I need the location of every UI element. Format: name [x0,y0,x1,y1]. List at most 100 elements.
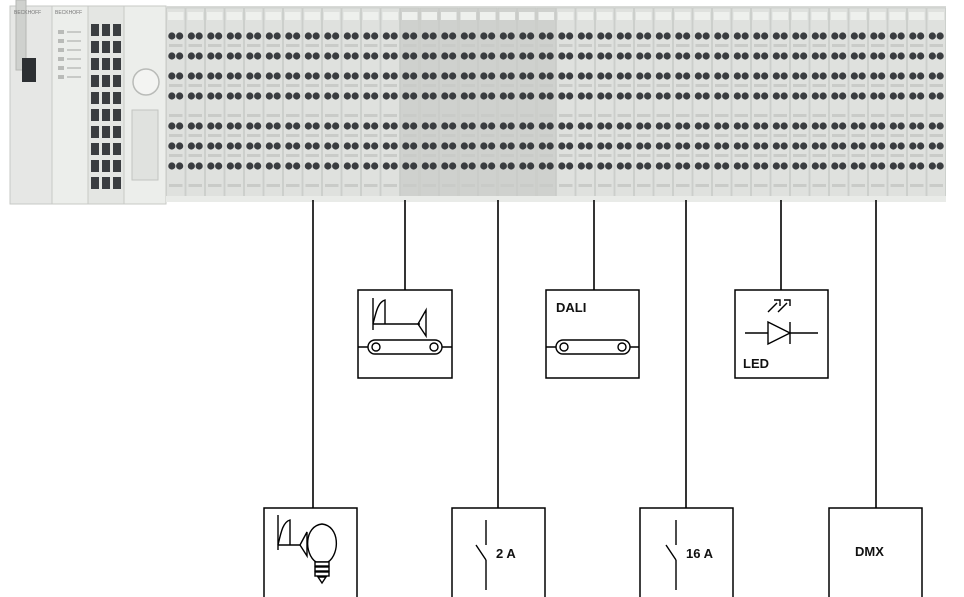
status-led-label [67,67,81,69]
switch-2a-box: 2 A [451,507,546,597]
status-led-label [67,49,81,51]
status-led-label [67,58,81,60]
terminal [497,7,517,201]
switch-16a-box: 16 A [639,507,734,597]
io-led [102,126,110,138]
terminal [341,7,361,201]
terminal [829,7,849,201]
io-led [102,109,110,121]
din-rail-edge [166,196,946,202]
strip-background [166,6,946,202]
dimmable-lamp-box [263,507,358,597]
io-led [91,109,99,121]
coupler-knob [132,68,160,96]
fluorescent-tube-icon [546,339,639,355]
terminal [419,7,439,201]
box-frame [734,289,829,379]
terminal [809,7,829,201]
terminal [400,7,420,201]
terminal [517,7,537,201]
terminal [770,7,790,201]
io-led [102,143,110,155]
dali-box: DALI [545,289,640,379]
io-led [91,143,99,155]
cpu-header: BECKHOFF [14,10,41,16]
terminal [224,7,244,201]
switch-2a-label: 2 A [496,546,516,561]
terminal [868,7,888,201]
io-led [113,75,121,87]
io-led [102,177,110,189]
status-led-label [67,76,81,78]
dmx-label: DMX [855,544,884,559]
io-led [102,92,110,104]
terminal [302,7,322,201]
dimmer-icon [372,298,427,339]
status-led-label [67,31,81,33]
io-led [102,75,110,87]
terminal [848,7,868,201]
dmx-box: DMX [828,507,923,597]
cpu-panel [51,5,89,205]
io-led [113,109,121,121]
terminal [322,7,342,201]
led-label: LED [743,356,769,371]
terminal [634,7,654,201]
status-led-label [67,40,81,42]
status-led [58,75,64,79]
io-led [113,92,121,104]
terminal [185,7,205,201]
switch-icon [475,520,487,590]
io-led [91,41,99,53]
status-led [58,30,64,34]
box-frame [545,289,640,379]
io-led [113,160,121,172]
terminal [653,7,673,201]
terminal [614,7,634,201]
io-led [102,41,110,53]
terminal [244,7,264,201]
wiring [312,200,877,508]
terminal [692,7,712,201]
terminal [439,7,459,201]
terminal [283,7,303,201]
status-led [58,39,64,43]
terminal [380,7,400,201]
box-frame [357,289,453,379]
terminal [673,7,693,201]
status-led [58,57,64,61]
terminal [751,7,771,201]
led-box: LED [734,289,829,379]
terminal [536,7,556,201]
led-diode-icon [745,299,818,346]
box-frame [828,507,923,597]
terminal [478,7,498,201]
terminal-strip [166,6,946,202]
io-led [91,177,99,189]
io-led [102,24,110,36]
status-led [58,48,64,52]
io-led [113,41,121,53]
io-led [113,177,121,189]
terminal [790,7,810,201]
io-led [91,24,99,36]
io-led [91,75,99,87]
io-led [91,160,99,172]
light-bulb-icon [307,523,337,585]
terminal [556,7,576,201]
terminal [595,7,615,201]
terminal [263,7,283,201]
fluorescent-tube-icon [358,339,452,355]
coupler-label-plate [131,109,159,181]
terminal [205,7,225,201]
io-led [102,160,110,172]
io-led [91,92,99,104]
terminal [712,7,732,201]
io-led [113,126,121,138]
status-led [58,66,64,70]
controller: BECKHOFF BECKHOFF [9,0,167,205]
terminal [731,7,751,201]
terminal [887,7,907,201]
switch-icon [665,520,677,590]
